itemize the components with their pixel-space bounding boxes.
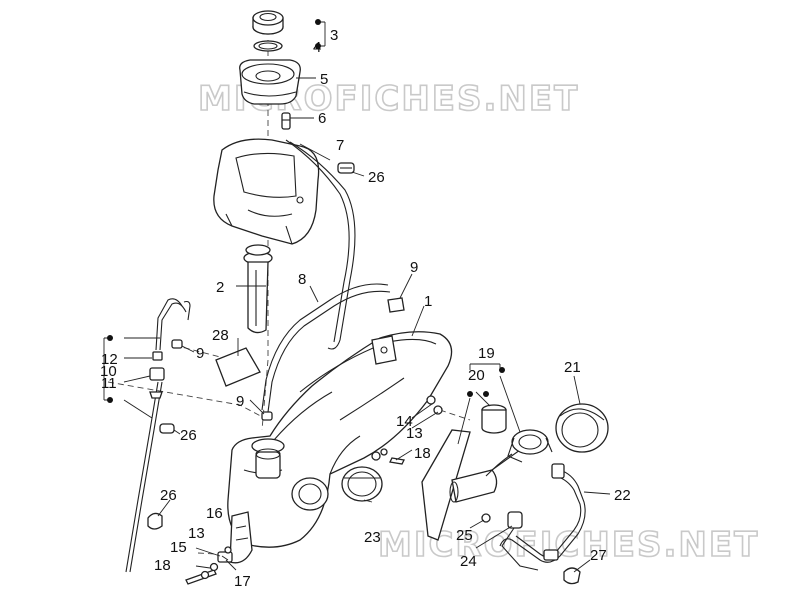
- callout-7: 7: [336, 137, 344, 154]
- filler-neck: [239, 59, 301, 105]
- callout-1: 1: [424, 293, 432, 310]
- hose-8: [261, 283, 389, 411]
- tank-fasteners-right: [371, 395, 443, 465]
- callout-9-left: 9: [196, 345, 204, 362]
- callout-26-mid: 26: [180, 427, 197, 444]
- fuel-tank: [227, 331, 453, 548]
- callout-11: 11: [101, 375, 117, 392]
- tank-fasteners-left: [185, 546, 233, 585]
- callout-5: 5: [320, 71, 328, 88]
- hose-clamp-26-low: [147, 512, 163, 530]
- hose-connector-24: [481, 511, 539, 571]
- callout-4: 4: [313, 39, 321, 56]
- callout-8: 8: [298, 271, 306, 288]
- pump-lock-ring: [555, 403, 609, 453]
- callout-15: 15: [170, 539, 187, 556]
- flange-seal-ring: [341, 466, 383, 502]
- callout-13-left: 13: [188, 525, 205, 542]
- callout-28: 28: [212, 327, 229, 344]
- callout-12: 12: [101, 351, 118, 368]
- hose-clip-9-left: [171, 339, 183, 349]
- warning-label-sheet: [215, 347, 261, 387]
- callout-9-lower: 9: [236, 393, 244, 410]
- callout-17: 17: [234, 573, 251, 590]
- tank-mount-bracket: [229, 511, 253, 564]
- hose-connector: [281, 112, 291, 130]
- callout-16: 16: [206, 505, 223, 522]
- hose-clamp-26-top: [337, 162, 355, 174]
- callout-22: 22: [614, 487, 631, 504]
- callout-19: 19: [478, 345, 495, 362]
- bullet-dots: [107, 19, 505, 403]
- callout-9-upper: 9: [410, 259, 418, 276]
- fuel-delivery-line: [499, 463, 586, 563]
- cap-gasket: [253, 40, 283, 52]
- hose-7: [289, 141, 356, 350]
- fuel-cap: [252, 10, 284, 35]
- hose-clip-9-lower: [261, 411, 273, 421]
- callout-26-low: 26: [160, 487, 177, 504]
- callout-27: 27: [590, 547, 607, 564]
- tank-upper-housing: [213, 138, 320, 245]
- callout-26-top: 26: [368, 169, 385, 186]
- callout-13-right: 13: [406, 425, 423, 442]
- callout-20: 20: [468, 367, 485, 384]
- callout-24: 24: [460, 553, 477, 570]
- callout-18-right: 18: [414, 445, 431, 462]
- fuel-level-sender: [243, 244, 273, 334]
- callout-14: 14: [396, 413, 413, 430]
- callout-10: 10: [100, 363, 117, 380]
- callout-18-left: 18: [154, 557, 171, 574]
- hose-clip-9-upper: [387, 297, 405, 313]
- callout-23: 23: [364, 529, 381, 546]
- callout-21: 21: [564, 359, 581, 376]
- callout-2: 2: [216, 279, 224, 296]
- vent-hose-assembly: [125, 298, 191, 573]
- callout-3: 3: [330, 27, 338, 44]
- callout-25: 25: [456, 527, 473, 544]
- fuel-pump-assembly: [421, 404, 553, 541]
- callout-6: 6: [318, 110, 326, 127]
- callout-labels: 3 4 5 6 7 26 2 8 9 1 28 9 10 12 11 9 26 …: [100, 27, 631, 590]
- hose-clip-27: [563, 567, 581, 585]
- hose-clamp-26-mid: [159, 423, 175, 434]
